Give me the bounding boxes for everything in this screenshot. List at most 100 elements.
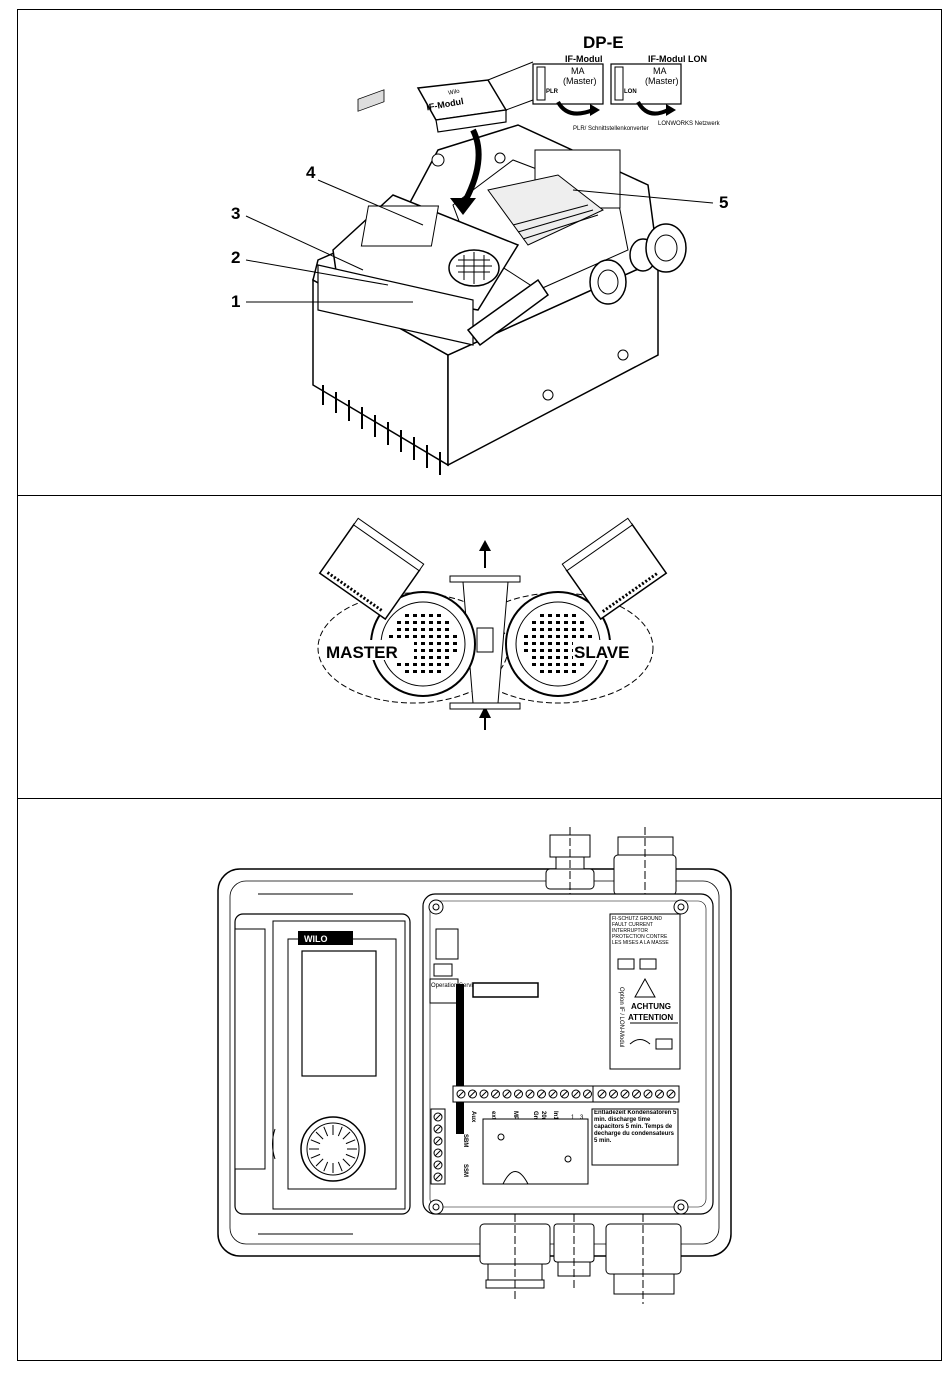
callout-4: 4 [306,163,424,226]
terminal-screw-slot [434,1113,442,1121]
warning-attention: ATTENTION [628,1013,673,1022]
terminal-screw-slot [526,1090,534,1098]
vent-slot [548,614,552,617]
svg-text:Operation Service: Operation Service [431,983,480,989]
svg-text:5: 5 [719,193,728,212]
vent-slot [405,628,409,631]
knob-rib [310,1139,321,1145]
vent-slot [540,635,544,638]
vent-slot [413,656,417,659]
vent-slot [453,635,457,638]
vent-slot [421,670,425,673]
vent-slot [397,621,401,624]
terminal-screw-slot [480,1090,488,1098]
vent-slot [429,649,433,652]
vent-slot [429,663,433,666]
vent-slot [532,642,536,645]
vent-slot [405,621,409,624]
wilo-logo: WILO [298,931,353,945]
vent-slot [429,628,433,631]
vent-slot [397,635,401,638]
vent-slot [405,663,409,666]
vent-slot [532,656,536,659]
knob-rib [337,1126,343,1137]
vent-slot [540,649,544,652]
vent-slot [564,642,568,645]
vent-slot [588,635,592,638]
terminal-screw-slot [633,1090,640,1098]
vent-slot [572,663,576,666]
vent-slot [429,614,433,617]
vent-slot [564,663,568,666]
svg-text:1: 1 [231,292,240,311]
vent-slot [413,628,417,631]
knob-rib [345,1153,356,1159]
vent-slot [413,670,417,673]
knob-rib [337,1161,343,1172]
knob-rib [315,1158,324,1167]
vent-slot [421,642,425,645]
terminal-screw-slot [572,1090,580,1098]
callout-1: 1 [231,292,413,311]
vent-slot [532,635,536,638]
lon-box-line2: (Master) [645,76,679,86]
vent-slot [413,642,417,645]
ssm-label: SSM [462,1164,468,1177]
callout-2: 2 [231,248,389,286]
vent-slot [429,621,433,624]
vent-slot [413,649,417,652]
twin-pump-drawing: MASTER SLAVE [317,517,668,730]
vent-slot [437,649,441,652]
vent-slot [556,642,560,645]
vent-slot [532,621,536,624]
plr-box-header: IF-Modul [565,54,603,64]
vent-slot [524,635,528,638]
vent-slot [453,649,457,652]
lon-module-box: IF-Modul LON MA (Master) LON [610,54,707,105]
master-label: MASTER [326,643,398,662]
vent-slot [437,628,441,631]
knob-rib [323,1126,329,1137]
vent-slot [445,663,449,666]
vent-slot [548,649,552,652]
vent-slot [580,635,584,638]
svg-text:Gnd: Gnd [532,1111,538,1123]
terminal-box-panel: WILO Operation Service FI-SCHUT [17,798,942,1361]
terminal-screw-slot [621,1090,629,1098]
plr-module-box: IF-Modul MA (Master) PLR [532,54,604,105]
terminal-screw-slot [561,1090,568,1098]
vent-slot [437,635,441,638]
inset-title: DP-E [583,33,624,52]
vent-slot [429,642,433,645]
pump-overview-panel: IF-Modul Wilo DP-E IF-Modul MA (Master) … [17,9,942,496]
vent-slot [524,642,528,645]
vent-slot [540,642,544,645]
vent-slot [397,628,401,631]
vent-slot [405,670,409,673]
vent-slot [437,656,441,659]
terminal-screw-slot [434,1137,442,1145]
vent-slot [413,621,417,624]
warning-label: FI-SCHUTZ GROUND FAULT CURRENT INTERRUPT… [609,913,681,1070]
vent-slot [556,649,560,652]
knob-rib [345,1139,356,1145]
vent-slot [532,649,536,652]
knob-rib [342,1131,351,1140]
vent-slot [445,642,449,645]
terminal-screw-slot [469,1090,476,1098]
vent-slot [445,635,449,638]
callout-5: 5 [572,189,728,212]
vent-slot [421,635,425,638]
vent-slot [524,649,528,652]
vent-slot [532,663,536,666]
vent-slot [580,663,584,666]
vent-slot [421,614,425,617]
slave-label: SLAVE [574,643,629,662]
vent-slot [445,649,449,652]
sbm-label: SBM [462,1134,468,1147]
terminal-screw-slot [610,1090,617,1098]
terminal-screw-slot [434,1125,442,1133]
vent-slot [437,670,441,673]
top-gland-right [613,827,677,899]
vent-slot [421,621,425,624]
